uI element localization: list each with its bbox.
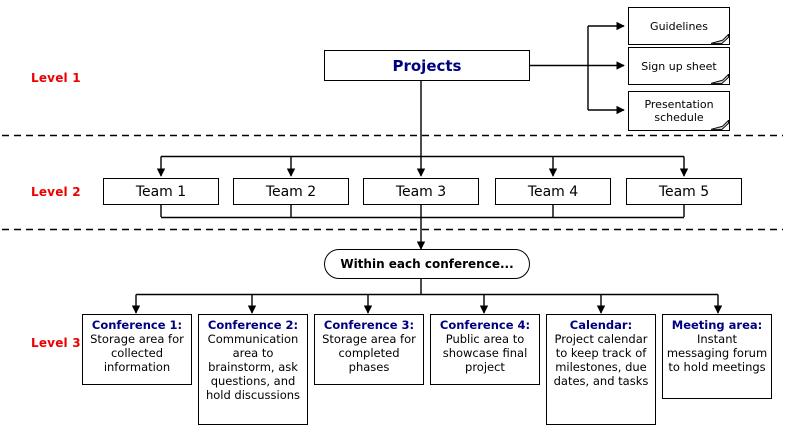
node-conference-4-body: Public area to showcase final project [442, 332, 528, 374]
node-calendar-body: Project calendar to keep track of milest… [553, 332, 649, 388]
document-guidelines-label: Guidelines [650, 19, 708, 33]
node-within-each-conference-label: Within each conference... [340, 257, 514, 271]
node-calendar[interactable]: Calendar: Project calendar to keep track… [546, 314, 656, 425]
node-team-1-label: Team 1 [135, 183, 187, 200]
node-meeting-area-heading: Meeting area: [671, 318, 763, 332]
node-meeting-area-body: Instant messaging forum to hold meetings [666, 332, 768, 374]
node-conference-2-body: Communication area to brainstorm, ask qu… [205, 332, 301, 402]
node-projects[interactable]: Projects [324, 50, 530, 81]
node-within-each-conference[interactable]: Within each conference... [324, 249, 530, 279]
page-fold-icon [711, 74, 729, 84]
node-team-2-label: Team 2 [265, 183, 317, 200]
node-conference-1-body: Storage area for collected information [90, 332, 184, 374]
node-conference-3-body: Storage area for completed phases [322, 332, 416, 374]
node-conference-4-heading: Conference 4: [439, 318, 531, 332]
document-presentation-schedule-label: Presentation schedule [644, 98, 714, 124]
node-meeting-area[interactable]: Meeting area: Instant messaging forum to… [662, 314, 772, 399]
document-sign-up-sheet[interactable]: Sign up sheet [628, 47, 730, 85]
node-conference-4[interactable]: Conference 4: Public area to showcase fi… [430, 314, 540, 385]
level-3-label: Level 3 [31, 336, 81, 350]
node-conference-2[interactable]: Conference 2: Communication area to brai… [198, 314, 308, 425]
node-team-1[interactable]: Team 1 [103, 178, 219, 205]
document-presentation-schedule[interactable]: Presentation schedule [628, 91, 730, 131]
node-team-5-label: Team 5 [658, 183, 710, 200]
document-guidelines[interactable]: Guidelines [628, 7, 730, 45]
node-team-4[interactable]: Team 4 [495, 178, 611, 205]
page-fold-icon [711, 34, 729, 44]
node-team-3-label: Team 3 [395, 183, 447, 200]
document-sign-up-sheet-label: Sign up sheet [641, 59, 717, 73]
node-calendar-heading: Calendar: [569, 318, 633, 332]
node-team-5[interactable]: Team 5 [626, 178, 742, 205]
node-conference-3-heading: Conference 3: [323, 318, 415, 332]
node-team-3[interactable]: Team 3 [363, 178, 479, 205]
node-conference-3[interactable]: Conference 3: Storage area for completed… [314, 314, 424, 385]
node-team-4-label: Team 4 [527, 183, 579, 200]
level-1-label: Level 1 [31, 71, 81, 85]
level-2-label: Level 2 [31, 185, 81, 199]
node-conference-1-heading: Conference 1: [91, 318, 183, 332]
node-conference-2-heading: Conference 2: [207, 318, 299, 332]
node-team-2[interactable]: Team 2 [233, 178, 349, 205]
node-projects-label: Projects [392, 56, 462, 75]
node-conference-1[interactable]: Conference 1: Storage area for collected… [82, 314, 192, 385]
